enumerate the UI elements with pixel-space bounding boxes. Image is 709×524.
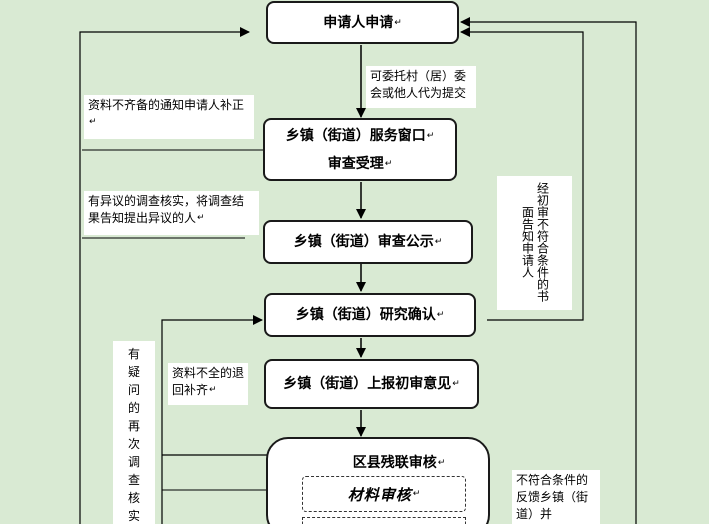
node-county-label: 区县残联审核 xyxy=(352,455,437,471)
loop-left-inner xyxy=(161,315,263,524)
node-service-window-line1: 乡镇（街道）服务窗口 xyxy=(285,127,426,144)
node-report: 乡镇（街道）上报初审意见↵ xyxy=(264,359,479,409)
node-research-label: 乡镇（街道）研究确认 xyxy=(295,307,436,323)
node-research: 乡镇（街道）研究确认↵ xyxy=(264,293,476,337)
node-service-window: 乡镇（街道）服务窗口↵ 审查受理↵ xyxy=(263,118,457,181)
note-reject-feedback: 不符合条件的反馈乡镇（街道）并 xyxy=(512,470,600,524)
node-report-label: 乡镇（街道）上报初审意见 xyxy=(283,376,452,392)
node-material: 材料审核↵ xyxy=(302,476,466,512)
note-initial-reject: 经初审不符合条件的书面告知申请人 xyxy=(497,176,572,310)
loop-right-outer xyxy=(460,17,637,524)
node-applicant-label: 申请人申请 xyxy=(323,14,394,31)
node-publicity: 乡镇（街道）审查公示↵ xyxy=(263,220,473,264)
note-incomplete-return: 资料不全的退回补齐↵ xyxy=(168,363,248,405)
node-service-window-line2: 审查受理 xyxy=(327,155,384,172)
note-entrust: 可委托村（居）委会或他人代为提交 xyxy=(366,66,476,108)
loop-left-outer xyxy=(79,27,250,524)
note-objection: 有异议的调查核实，将调查结果告知提出异议的人↵ xyxy=(84,191,259,235)
node-material-next xyxy=(302,517,466,524)
note-incomplete-notify: 资料不齐备的通知申请人补正↵ xyxy=(84,95,254,139)
node-material-label: 材料审核 xyxy=(347,485,412,504)
loop-right-inner xyxy=(460,27,584,321)
node-applicant: 申请人申请↵ xyxy=(266,1,459,44)
note-doubt: 有疑问的再次调查核实 xyxy=(113,341,155,524)
node-publicity-label: 乡镇（街道）审查公示 xyxy=(293,234,434,250)
